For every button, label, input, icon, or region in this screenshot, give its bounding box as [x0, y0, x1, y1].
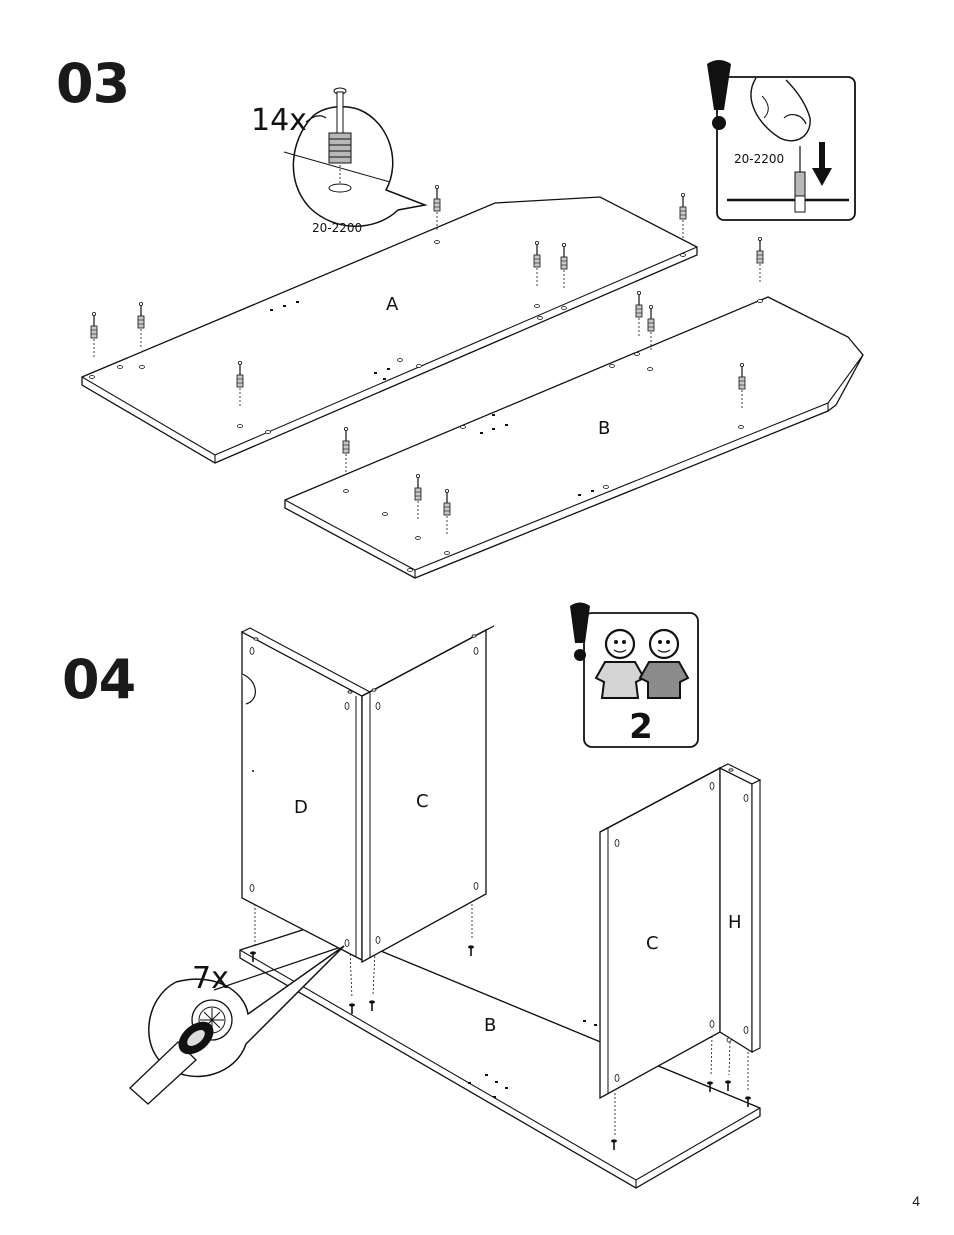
step-03-quantity: 14x	[251, 103, 307, 138]
panel-c-right: C	[600, 764, 728, 1098]
panel-d: D	[242, 628, 370, 960]
panel-c-left-label: C	[416, 791, 429, 812]
dowel-callout: 14x 20-2200	[251, 88, 425, 235]
people-count: 2	[629, 707, 653, 747]
panel-d-label: D	[294, 797, 308, 818]
panel-c-right-label: C	[646, 933, 659, 954]
panel-h-label: H	[728, 912, 742, 933]
screwdriver-callout: 7x	[130, 946, 344, 1104]
panel-h: H	[720, 764, 760, 1052]
panel-c-left: C	[362, 626, 494, 962]
panel-a-label: A	[386, 294, 399, 315]
panel-b-bottom-label: B	[484, 1015, 496, 1036]
step-04-quantity: 7x	[192, 961, 229, 996]
info-box-press-dowel: 20-2200	[707, 60, 855, 220]
callout-part-code: 20-2200	[312, 221, 362, 235]
info-part-code: 20-2200	[734, 152, 784, 166]
panel-b-label: B	[598, 418, 610, 439]
two-people-box: 2	[570, 603, 698, 748]
